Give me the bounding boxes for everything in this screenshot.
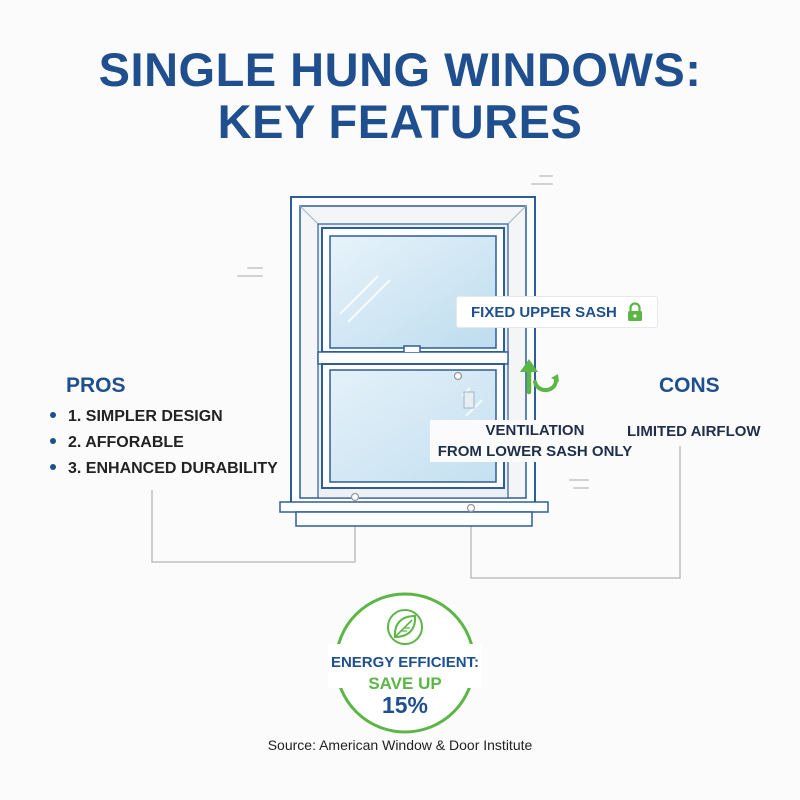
source-note: Source: American Window & Door Institute [267, 737, 533, 753]
cons-item: LIMITED AIRFLOW [627, 423, 761, 440]
up-arrow-icon [520, 359, 559, 395]
pros-item: 1. SIMPLER DESIGN [50, 404, 278, 430]
pros-item: 3. ENHANCED DURABILITY [50, 456, 278, 482]
badge-line-1: ENERGY EFFICIENT: [330, 654, 480, 671]
badge-line-2: SAVE UP [368, 674, 442, 693]
leaf-icon [387, 609, 423, 645]
pros-item-text: 2. AFFORABLE [68, 434, 184, 451]
title-line-1: SINGLE HUNG WINDOWS: [98, 43, 702, 96]
title-line-2: KEY FEATURES [217, 95, 583, 148]
energy-badge [328, 592, 482, 734]
bullet-icon [50, 437, 56, 444]
window-illustration [279, 196, 549, 527]
badge-value: 15% [381, 692, 429, 718]
bullet-icon [50, 463, 56, 470]
ventilation-callout: VENTILATION FROM LOWER SASH ONLY [430, 420, 640, 462]
pros-item-text: 1. SIMPLER DESIGN [68, 408, 223, 425]
fixed-upper-sash-label: FIXED UPPER SASH [471, 303, 617, 321]
ventilation-label-line-1: VENTILATION [485, 422, 585, 439]
lock-icon [627, 302, 642, 321]
ventilation-label-line-2: FROM LOWER SASH ONLY [437, 443, 633, 460]
pros-list: 1. SIMPLER DESIGN 2. AFFORABLE 3. ENHANC… [50, 404, 278, 482]
cons-heading: CONS [659, 374, 720, 397]
pros-heading: PROS [66, 374, 126, 397]
pros-item: 2. AFFORABLE [50, 430, 278, 456]
fixed-upper-sash-callout: FIXED UPPER SASH [456, 296, 658, 328]
pros-item-text: 3. ENHANCED DURABILITY [68, 460, 278, 477]
bullet-icon [50, 411, 56, 418]
